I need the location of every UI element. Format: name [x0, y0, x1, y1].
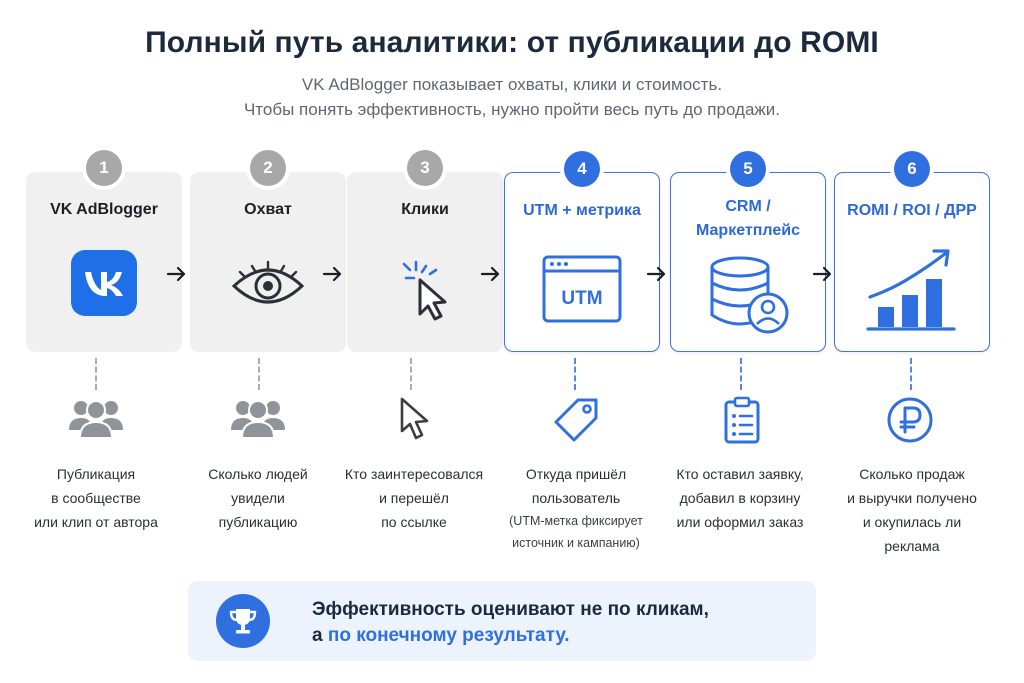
- conclusion-text: Эффективность оценивают не по кликам, а …: [312, 597, 709, 649]
- step-description: Откуда пришёл пользователь (UTM-метка фи…: [491, 462, 661, 554]
- step-card-crm-marketplace: 5 CRM / Маркетплейс: [670, 151, 826, 352]
- step-label: Клики: [401, 201, 449, 218]
- vk-logo-icon: [26, 250, 182, 316]
- description-line: Сколько продаж: [859, 466, 965, 482]
- cursor-click-icon: [347, 252, 503, 322]
- step-description: Сколько людей увидели публикацию: [173, 462, 343, 534]
- step-description: Кто заинтересовался и перешёл по ссылке: [329, 462, 499, 534]
- conclusion-line-2: а по конечному результату.: [312, 623, 709, 649]
- connector-line: [410, 358, 412, 390]
- description-line: и перешёл: [379, 490, 449, 506]
- connector-line: [910, 358, 912, 390]
- step-label-line-1: CRM /: [725, 198, 771, 215]
- step-number-badge: 5: [730, 151, 766, 187]
- description-line: Сколько людей: [208, 466, 308, 482]
- description-line: или оформил заказ: [676, 514, 804, 530]
- ruble-coin-icon: [880, 396, 940, 444]
- description-line: в сообществе: [51, 490, 141, 506]
- growth-chart-icon: [835, 245, 989, 335]
- subtitle-line-2: Чтобы понять эффективность, нужно пройти…: [243, 100, 781, 119]
- step-description: Сколько продаж и выручки получено и окуп…: [827, 462, 997, 558]
- description-line: пользователь: [531, 490, 621, 506]
- users-group-icon: [66, 396, 126, 444]
- conclusion-line-1: Эффективность оценивают не по кликам,: [312, 599, 709, 620]
- step-number-badge: 3: [407, 150, 443, 186]
- step-number-badge: 6: [894, 151, 930, 187]
- step-card-vk-adblogger: 1 VK AdBlogger: [26, 150, 182, 352]
- conclusion-highlight: по конечному результату.: [327, 625, 570, 646]
- step-number-badge: 4: [564, 151, 600, 187]
- conclusion-banner: Эффективность оценивают не по кликам, а …: [188, 581, 816, 661]
- description-line: Откуда пришёл: [525, 466, 627, 482]
- connector-line: [95, 358, 97, 390]
- step-label: Охват: [244, 201, 292, 218]
- step-card-clicks: 3 Клики: [347, 150, 503, 352]
- conclusion-prefix: а: [312, 625, 328, 646]
- tag-icon: [546, 396, 606, 444]
- description-line: Кто оставил заявку,: [676, 466, 804, 482]
- arrow-right-icon: [166, 266, 186, 282]
- connector-line: [574, 358, 576, 390]
- step-description: Кто оставил заявку, добавил в корзину ил…: [655, 462, 825, 534]
- description-line: и окупилась ли: [862, 514, 962, 530]
- description-note: (UTM-метка фиксирует: [509, 514, 643, 528]
- step-label: ROMI / ROI / ДРР: [847, 202, 977, 219]
- step-number-badge: 2: [250, 150, 286, 186]
- step-number-badge: 1: [86, 150, 122, 186]
- subtitle-line-1: VK AdBlogger показывает охваты, клики и …: [301, 75, 723, 94]
- connector-line: [258, 358, 260, 390]
- utm-icon-text: UTM: [561, 288, 602, 309]
- description-line: реклама: [884, 538, 940, 554]
- description-line: или клип от автора: [34, 514, 158, 530]
- description-line: добавил в корзину: [679, 490, 801, 506]
- description-line: и выручки получено: [847, 490, 977, 506]
- arrow-right-icon: [812, 266, 832, 282]
- arrow-right-icon: [322, 266, 342, 282]
- database-user-icon: [671, 255, 825, 335]
- arrow-right-icon: [646, 266, 666, 282]
- eye-icon: [190, 260, 346, 308]
- trophy-icon: [216, 594, 270, 648]
- arrow-right-icon: [480, 266, 500, 282]
- step-description: Публикация в сообществе или клип от авто…: [11, 462, 181, 534]
- browser-utm-icon: UTM: [505, 253, 659, 325]
- page-title: Полный путь аналитики: от публикации до …: [145, 26, 879, 59]
- step-label-line-2: Маркетплейс: [696, 222, 800, 239]
- connector-line: [740, 358, 742, 390]
- step-card-utm-metrics: 4 UTM + метрика UTM: [504, 151, 660, 352]
- step-card-reach: 2 Охват: [190, 150, 346, 352]
- step-label: VK AdBlogger: [50, 201, 158, 218]
- step-label: UTM + метрика: [523, 202, 641, 219]
- clipboard-list-icon: [712, 396, 772, 444]
- step-card-romi: 6 ROMI / ROI / ДРР: [834, 151, 990, 352]
- page-subtitle: VK AdBlogger показывает охваты, клики и …: [0, 72, 1024, 122]
- description-note: источник и кампанию): [512, 536, 640, 550]
- description-line: Публикация: [56, 466, 136, 482]
- description-line: увидели: [231, 490, 285, 506]
- users-group-icon: [228, 396, 288, 444]
- cursor-icon: [384, 396, 444, 444]
- description-line: Кто заинтересовался: [344, 466, 484, 482]
- description-line: по ссылке: [381, 514, 447, 530]
- description-line: публикацию: [218, 514, 298, 530]
- step-label: CRM / Маркетплейс: [671, 195, 825, 243]
